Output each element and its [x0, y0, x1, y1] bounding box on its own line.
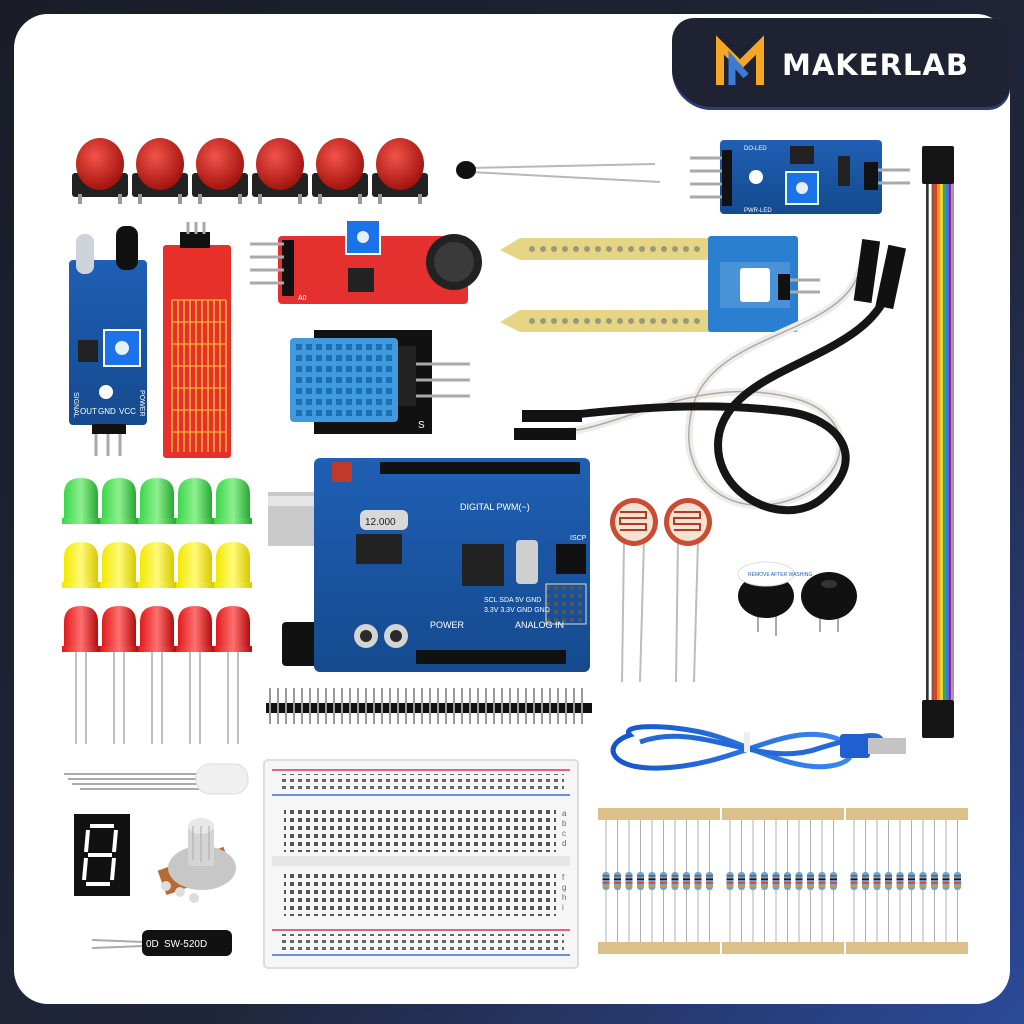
pwr-led-label: PWR-LED	[744, 208, 772, 214]
uno-digital-label: DIGITAL PWM(~)	[460, 502, 530, 512]
photoresistors	[610, 498, 712, 683]
led-array	[62, 478, 252, 744]
sensor-module-small: PWR-LED DO-LED	[690, 140, 910, 214]
ir-sensor-module: OUT GND VCC POWER SIGNAL	[69, 226, 147, 456]
arduino-uno-board: 12.000 DIGITAL PWM(~) POWER ANALOG IN SC…	[268, 458, 590, 672]
tilt-switch-label: SW-520D	[164, 939, 207, 950]
tilt-switch: 0D SW-520D	[91, 930, 232, 956]
bb-row-a: a	[562, 809, 567, 818]
uno-crystal-label: 12.000	[365, 517, 396, 528]
resistor-strips	[598, 808, 968, 954]
seven-segment-display	[74, 814, 130, 896]
uno-scl-label: SCL SDA 5V GND	[484, 597, 541, 604]
uno-power-label: POWER	[430, 620, 465, 630]
ir-pin-out: OUT	[80, 407, 97, 416]
bb-row-i: i	[562, 903, 564, 912]
tilt-switch-prefix: 0D	[146, 939, 159, 950]
water-level-sensor	[163, 222, 231, 458]
ir-pin-gnd: GND	[98, 407, 116, 416]
sound-pin-a0: A0	[298, 295, 307, 302]
bb-row-c: c	[562, 829, 566, 838]
ir-pin-vcc: VCC	[119, 407, 136, 416]
pin-header-strip	[266, 688, 592, 724]
do-led-label: DO-LED	[744, 146, 767, 152]
uno-analog-label: ANALOG IN	[515, 620, 564, 630]
sensor-lead-wires	[514, 239, 907, 515]
bb-row-h: h	[562, 893, 566, 902]
rgb-led	[64, 763, 249, 795]
dht-s-label: S	[418, 420, 425, 431]
bb-row-g: g	[562, 883, 566, 892]
uno-icsp-label: ISCP	[570, 535, 587, 542]
jumper-wire-ribbon	[922, 146, 954, 738]
bb-row-f: f	[562, 873, 565, 882]
dht11-sensor: S	[290, 330, 470, 434]
ir-signal-label: SIGNAL	[72, 392, 79, 418]
bb-row-b: b	[562, 819, 567, 828]
breadboard: a b c d f g h i	[263, 759, 579, 969]
buzzers: REMOVE AFTER WASHING	[737, 561, 857, 636]
potentiometer	[157, 818, 236, 903]
soil-moisture-sensor	[500, 236, 820, 332]
brand-badge	[672, 18, 1010, 110]
brand-name: MAKERLAB	[782, 48, 969, 82]
ir-power-label: POWER	[138, 390, 145, 416]
usb-cable	[610, 724, 906, 771]
push-buttons	[72, 138, 428, 204]
thermistor	[456, 161, 661, 183]
makerlab-logo-icon	[716, 35, 764, 85]
sound-sensor-module: A0	[250, 219, 482, 304]
buzzer-sticker: REMOVE AFTER WASHING	[748, 572, 812, 578]
bb-row-d: d	[562, 839, 566, 848]
uno-rtc-label: 3.3V 3.3V GND GND	[484, 607, 550, 614]
